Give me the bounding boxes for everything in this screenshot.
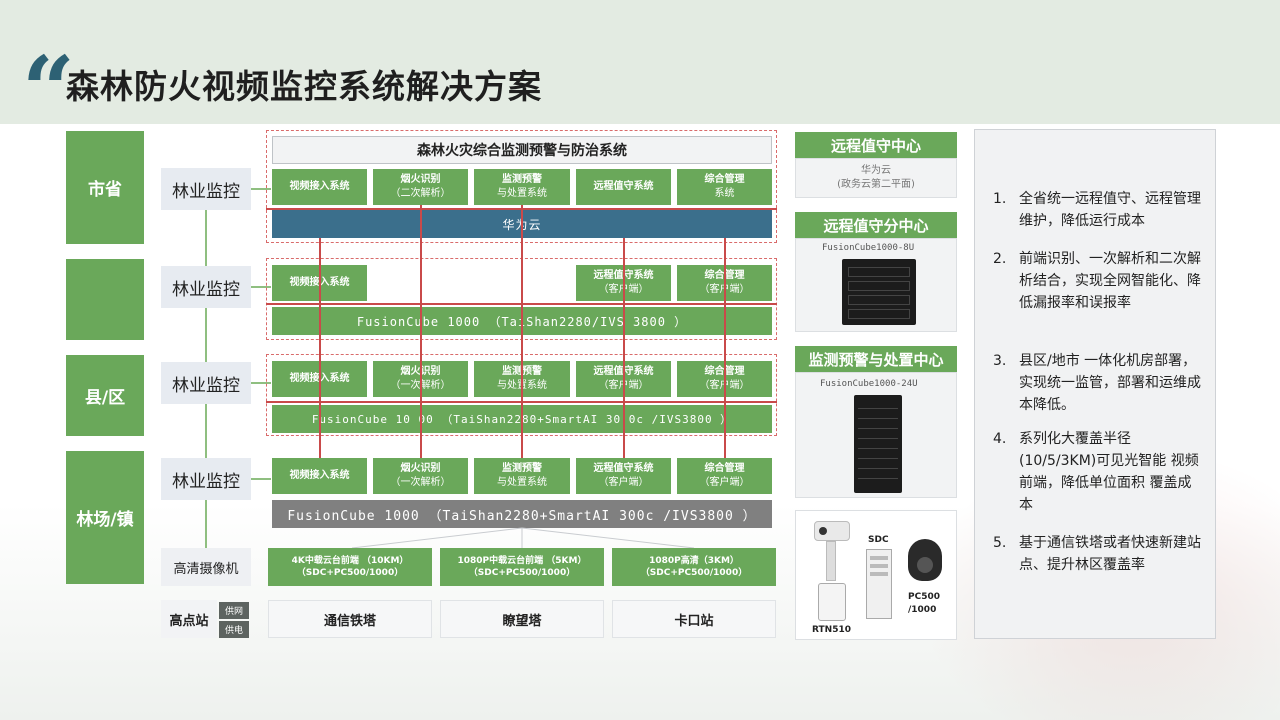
center-branch-device-label: FusionCube1000-8U <box>822 243 915 253</box>
devices-panel: RTN510 SDC PC500 /1000 <box>795 510 957 640</box>
sdc-device-icon <box>866 549 892 619</box>
ptz-camera-icon <box>814 521 850 541</box>
forestry-monitor-2: 林业监控 <box>161 266 251 308</box>
tag-network: 供网 <box>219 602 249 619</box>
r4-box-remote-duty: 远程值守系统（客户端） <box>576 458 671 494</box>
red-v-line-1 <box>319 238 321 458</box>
hd-camera-label: 高清摄像机 <box>161 548 251 586</box>
r1-box-fire-detect: 烟火识别（二次解析） <box>373 169 468 205</box>
front-end-1080p-mid: 1080P中载云台前端 （5KM）（SDC+PC500/1000） <box>440 548 604 586</box>
top-system-title: 森林火灾综合监测预警与防治系统 <box>272 136 772 164</box>
r1-box-management: 综合管理系统 <box>677 169 772 205</box>
tie-2 <box>251 286 271 288</box>
red-v-line-5 <box>724 238 726 458</box>
front-end-4k: 4K中载云台前端 （10KM）（SDC+PC500/1000） <box>268 548 432 586</box>
r1-box-video-access: 视频接入系统 <box>272 169 367 205</box>
note-3: 3.县区/地市 一体化机房部署，实现统一监管，部署和运维成本降低。 <box>993 353 1201 413</box>
r4-box-monitoring: 监测预警与处置系统 <box>474 458 570 494</box>
r1-box-remote-duty: 远程值守系统 <box>576 169 671 205</box>
r4-box-fire-detect: 烟火识别（一次解析） <box>373 458 468 494</box>
front-end-connectors <box>351 527 695 549</box>
site-telecom-tower: 通信铁塔 <box>268 600 432 638</box>
site-watchtower: 瞭望塔 <box>440 600 604 638</box>
level-forest-farm: 林场/镇 <box>66 451 144 584</box>
r4-box-video-access: 视频接入系统 <box>272 458 367 494</box>
tie-3 <box>251 382 271 384</box>
level-city <box>66 259 144 340</box>
center-monitoring-title: 监测预警与处置中心 <box>795 346 957 372</box>
ptz-pole-icon <box>826 541 836 581</box>
high-point-station-label: 高点站 <box>161 600 217 638</box>
center-branch-title: 远程值守分中心 <box>795 212 957 238</box>
front-end-1080p-hd: 1080P高清（3KM）（SDC+PC500/1000） <box>612 548 776 586</box>
note-1: 1.全省统一远程值守、远程管理维护，降低运行成本 <box>993 191 1201 229</box>
center-monitoring-device-label: FusionCube1000-24U <box>820 379 918 389</box>
red-v-line-4 <box>623 238 625 458</box>
tie-4 <box>251 478 271 480</box>
server-24u-icon <box>854 395 902 493</box>
r1-box-monitoring: 监测预警与处置系统 <box>474 169 570 205</box>
forestry-monitor-3: 林业监控 <box>161 362 251 404</box>
rtn-label: RTN510 <box>812 625 851 635</box>
forestry-monitor-4: 林业监控 <box>161 458 251 500</box>
level-province: 市省 <box>66 131 144 244</box>
center-remote-duty-line1: 华为云 <box>861 165 891 176</box>
rtn-device-icon <box>818 583 846 621</box>
center-remote-duty-body: 华为云 (政务云第二平面) <box>795 158 957 198</box>
site-checkpoint: 卡口站 <box>612 600 776 638</box>
center-remote-duty-title: 远程值守中心 <box>795 132 957 158</box>
page-title: 森林防火视频监控系统解决方案 <box>66 67 542 106</box>
note-5: 5.基于通信铁塔或者快速新建站点、提升林区覆盖率 <box>993 535 1201 573</box>
center-branch-body: FusionCube1000-8U <box>795 238 957 332</box>
center-monitoring-body: FusionCube1000-24U <box>795 372 957 498</box>
pc500-label: PC500 /1000 <box>908 592 940 615</box>
r4-bar-fusioncube: FusionCube 1000 （TaiShan2280+SmartAI 300… <box>272 500 772 528</box>
sdc-label: SDC <box>868 535 889 545</box>
tag-power: 供电 <box>219 621 249 638</box>
red-v-line-2 <box>420 205 422 458</box>
server-8u-icon <box>842 259 916 325</box>
tie-1 <box>251 188 271 190</box>
quote-mark-icon: “ <box>22 36 75 144</box>
header-band <box>0 0 1280 124</box>
notes-panel: 1.全省统一远程值守、远程管理维护，降低运行成本 2.前端识别、一次解析和二次解… <box>974 129 1216 639</box>
note-2: 2.前端识别、一次解析和二次解析结合，实现全网智能化、降低漏报率和误报率 <box>993 251 1201 311</box>
pc500-camera-icon <box>908 539 942 581</box>
r4-box-management: 综合管理（客户端） <box>677 458 772 494</box>
center-remote-duty-line2: (政务云第二平面) <box>837 179 915 190</box>
note-4: 4.系列化大覆盖半径 (10/5/3KM)可见光智能 视频前端，降低单位面积 覆… <box>993 431 1199 513</box>
forestry-monitor-1: 林业监控 <box>161 168 251 210</box>
level-county: 县/区 <box>66 355 144 436</box>
red-v-line-3 <box>521 205 523 458</box>
